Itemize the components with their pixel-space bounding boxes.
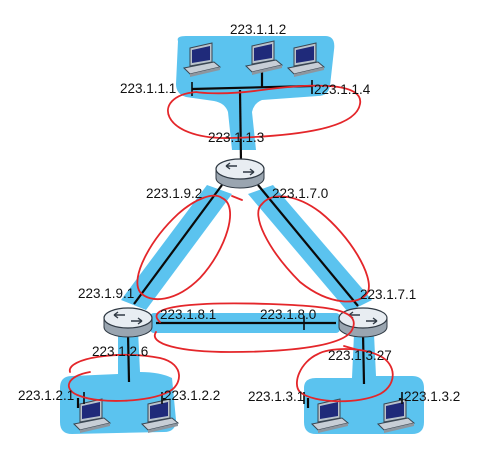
top-router-uplink xyxy=(238,89,243,163)
label-top-host-left: 223.1.1.1 xyxy=(120,81,176,96)
label-right-router-up-link: 223.1.7.1 xyxy=(360,287,416,302)
links xyxy=(76,70,402,408)
label-right-router-left-link: 223.1.8.0 xyxy=(260,307,316,322)
annotation-bottom-left-lan xyxy=(68,353,180,402)
annotation-bottom-right-lan xyxy=(296,348,394,403)
label-left-router-right-link: 223.1.8.1 xyxy=(160,307,216,322)
label-br-host-left: 223.1.3.1 xyxy=(248,389,304,404)
handwritten-annotations xyxy=(68,84,394,403)
label-bl-host-right: 223.1.2.2 xyxy=(164,388,220,403)
bl-router-downlink xyxy=(126,332,131,383)
right-diagonal-wire xyxy=(257,184,359,307)
router-icon xyxy=(338,307,388,338)
label-br-host-right: 223.1.3.2 xyxy=(404,389,460,404)
left-diagonal-wire xyxy=(133,184,223,305)
label-top-host-mid: 223.1.1.2 xyxy=(230,22,286,37)
label-left-router-lan: 223.1.2.6 xyxy=(92,344,148,359)
router-icon xyxy=(215,158,265,189)
label-bl-host-left: 223.1.2.1 xyxy=(18,388,74,403)
label-top-router-if: 223.1.1.3 xyxy=(208,130,264,145)
label-top-router-left-link: 223.1.9.2 xyxy=(146,186,202,201)
annotation-top-lan xyxy=(167,84,361,139)
label-top-host-right: 223.1.1.4 xyxy=(314,82,371,97)
label-right-router-lan: 223.1.3.27 xyxy=(328,348,392,363)
annotation-left-link xyxy=(136,194,243,300)
router-icon xyxy=(103,307,153,338)
label-left-router-up-link: 223.1.9.1 xyxy=(78,286,134,301)
annotation-right-link xyxy=(257,195,370,303)
label-top-router-right-link: 223.1.7.0 xyxy=(272,186,328,201)
br-router-downlink xyxy=(361,332,366,385)
address-labels: 223.1.1.2 223.1.1.1 223.1.1.4 223.1.1.3 … xyxy=(18,22,460,404)
